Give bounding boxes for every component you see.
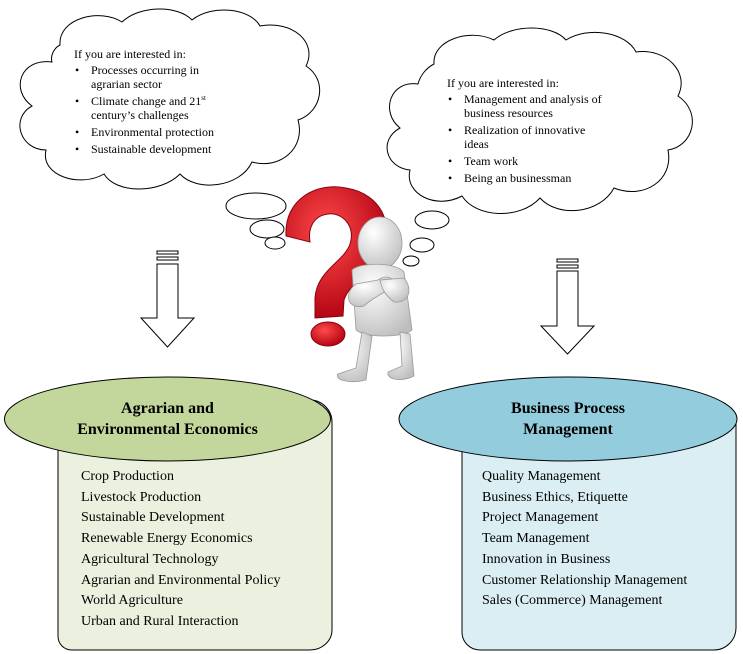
item-line: Processes occurring in <box>91 63 199 77</box>
item-line: Climate change and 21 <box>91 94 202 108</box>
list-item: Realization of innovative ideas <box>447 123 667 151</box>
course-item: Business Ethics, Etiquette <box>482 489 628 505</box>
list-item: Being an businessman <box>447 171 667 185</box>
item-line: Environmental protection <box>91 125 214 139</box>
list-item: Processes occurring in agrarian sector <box>74 63 299 91</box>
title-line: Agrarian and <box>121 400 214 417</box>
item-line: Being an businessman <box>464 171 572 185</box>
right-down-arrow <box>539 258 596 355</box>
course-item: Agrarian and Environmental Policy <box>81 572 281 588</box>
list-item: Sustainable development <box>74 142 299 156</box>
item-line: Team work <box>464 154 519 168</box>
course-item: Quality Management <box>482 469 601 484</box>
item-line: Management and analysis of <box>464 92 602 106</box>
course-item: Agricultural Technology <box>81 551 219 567</box>
left-course-list: Crop Production Livestock Production Sus… <box>81 467 280 633</box>
course-item: Project Management <box>482 510 599 526</box>
course-item: Sales (Commerce) Management <box>482 593 663 609</box>
title-line: Business Process <box>511 400 625 417</box>
item-line: agrarian sector <box>91 77 162 91</box>
left-program-panel <box>4 376 333 651</box>
course-item: Urban and Rural Interaction <box>81 613 239 629</box>
thinking-person-figure <box>336 216 415 382</box>
list-item: Management and analysis of business reso… <box>447 92 667 120</box>
right-cloud-text: If you are interested in: Management and… <box>447 76 667 188</box>
course-item: Livestock Production <box>81 489 202 505</box>
list-item: Environmental protection <box>74 125 299 139</box>
left-cloud-text: If you are interested in: Processes occu… <box>74 47 299 159</box>
course-item: Renewable Energy Economics <box>81 531 253 547</box>
title-line: Environmental Economics <box>77 421 258 438</box>
course-item: Customer Relationship Management <box>482 572 688 588</box>
course-item: Crop Production <box>81 469 174 484</box>
course-item: Innovation in Business <box>482 551 611 567</box>
right-program-title: Business Process Management <box>420 393 716 445</box>
left-cloud-intro: If you are interested in: <box>74 47 186 61</box>
left-down-arrow <box>139 250 196 348</box>
item-line: Realization of innovative <box>464 123 586 137</box>
right-program-panel <box>398 376 738 651</box>
item-line: ideas <box>464 137 489 151</box>
right-cloud-intro: If you are interested in: <box>447 76 559 90</box>
item-line: Sustainable development <box>91 142 212 156</box>
superscript: st <box>201 94 206 102</box>
list-item: Climate change and 21st century’s challe… <box>74 94 299 122</box>
question-mark-icon <box>285 186 388 347</box>
course-item: Team Management <box>482 531 590 547</box>
item-line: business resources <box>464 106 553 120</box>
item-line: century’s challenges <box>91 108 189 122</box>
course-item: World Agriculture <box>81 593 183 609</box>
right-course-list: Quality Management Business Ethics, Etiq… <box>482 467 687 612</box>
title-line: Management <box>523 421 613 438</box>
left-program-title: Agrarian and Environmental Economics <box>20 393 315 445</box>
left-cloud-list: Processes occurring in agrarian sector C… <box>74 63 299 156</box>
course-item: Sustainable Development <box>81 510 225 526</box>
list-item: Team work <box>447 154 667 168</box>
right-cloud-list: Management and analysis of business reso… <box>447 92 667 185</box>
